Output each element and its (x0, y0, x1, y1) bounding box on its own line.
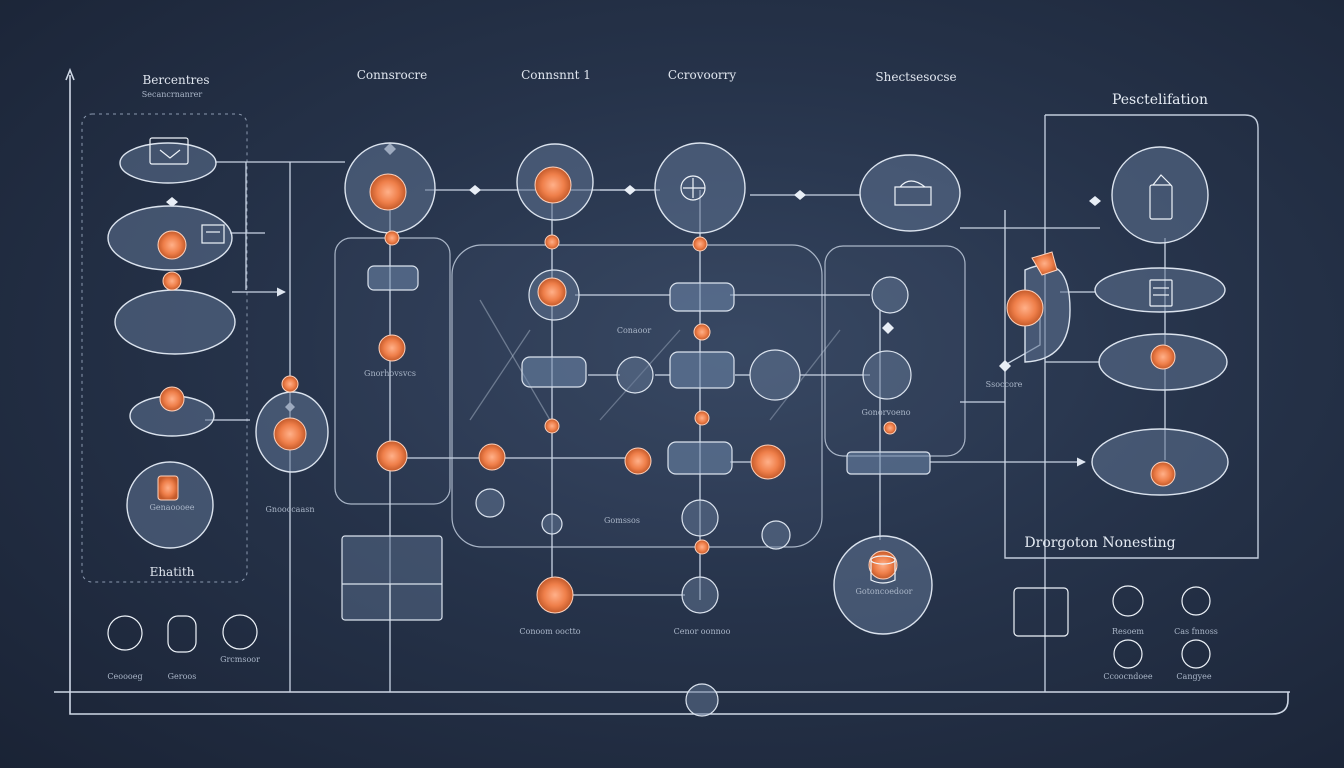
bottom-center-a: Conoom ooctto (519, 627, 581, 636)
left-bottom-title: Ehatith (149, 565, 195, 579)
lock-icon (1149, 174, 1173, 220)
device-icons (107, 587, 1069, 653)
bottom-center-b: Cenor oonnoo (673, 627, 731, 636)
node-left-lower (126, 461, 214, 549)
rect-nodes (341, 265, 931, 621)
db-caption: Gotoncoedoor (855, 587, 913, 596)
node-pipeline (114, 289, 236, 355)
user-icon (1112, 585, 1211, 669)
bottom-hub (685, 683, 719, 717)
left-icons-a: Ceoooeg (107, 672, 143, 681)
mid-node-b: Conaoor (616, 326, 652, 335)
left-node-caption: Genaoooee (149, 503, 195, 512)
right-bottom-c: Ccoocndoee (1103, 672, 1153, 681)
small-circles (475, 269, 912, 717)
node-monitor (119, 142, 217, 184)
mid-node-c: Gonorvoeno (861, 408, 911, 417)
accent-nodes (157, 166, 1176, 614)
node-database (833, 535, 933, 635)
col2-title: Connsrocre (356, 68, 428, 82)
col3-title: Connsnnt 1 (521, 68, 591, 82)
col4-title: Ccrovoorry (667, 68, 737, 82)
left-icons-c: Grcmsoor (220, 655, 260, 664)
right-panel-title: Drorgoton Nonesting (1024, 535, 1176, 551)
gear-icon (680, 175, 706, 201)
left-mid-caption: Gnooccaasn (265, 505, 315, 514)
right-panel-box (1004, 114, 1259, 559)
right-bottom-b: Cas fnnoss (1174, 627, 1218, 636)
node-right-top (1111, 146, 1209, 244)
glass-nodes (107, 142, 1229, 635)
right-bottom-d: Cangyee (1176, 672, 1212, 681)
col1-title: Bercentres (142, 73, 210, 87)
right-title: Pesctelifation (1111, 92, 1209, 108)
cloud-icon (894, 180, 932, 206)
document-icon (201, 224, 225, 244)
mid-stack-caption: Gnorhovsvcs (364, 369, 416, 378)
node-right-2 (1094, 267, 1226, 313)
mid-node-a: Gomssos (604, 516, 640, 525)
left-column-box (81, 113, 248, 583)
right-left-caption: Ssoccore (985, 380, 1023, 389)
right-bottom-a: Resoem (1112, 627, 1144, 636)
node-col5-top (859, 154, 961, 232)
monitor-icon (149, 137, 189, 165)
database-icon (870, 555, 896, 584)
server-icon (1149, 279, 1173, 307)
col1-subtitle: Secancrnanrer (141, 90, 203, 99)
left-icons-b: Geroos (167, 672, 197, 681)
frame-lines (54, 67, 1290, 715)
col5-title: Shectsesocse (875, 70, 957, 84)
